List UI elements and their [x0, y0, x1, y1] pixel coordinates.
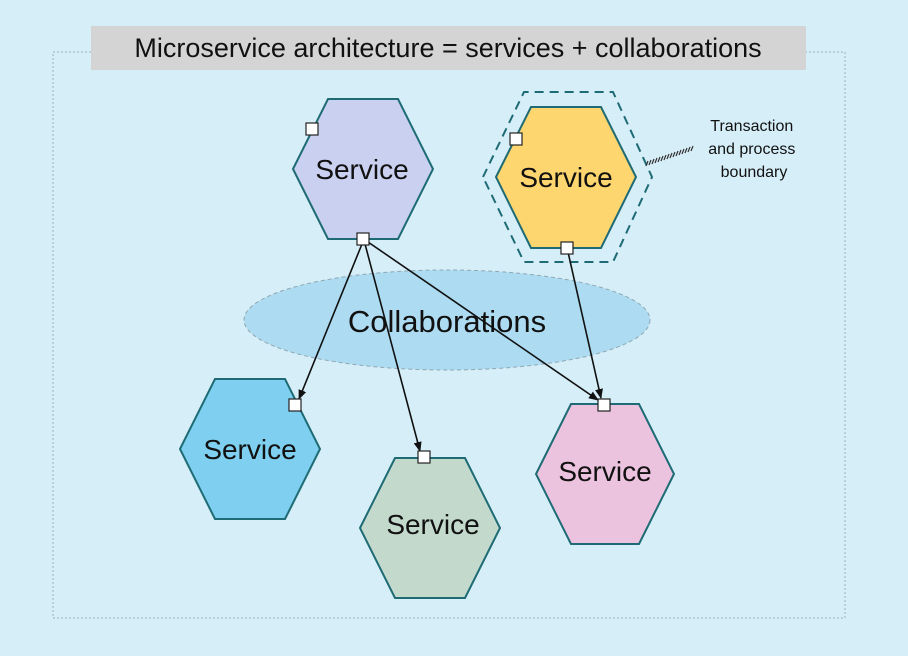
service-hexagon	[534, 403, 676, 545]
boundary-note-line-1: Transaction	[710, 118, 793, 135]
service-label: Service	[203, 434, 296, 465]
service-label: Service	[558, 456, 651, 487]
port-square	[305, 122, 319, 136]
service-4[interactable]: Service	[358, 457, 502, 599]
title-background	[91, 26, 806, 70]
arrow-service-1-to-service-5	[367, 241, 599, 401]
port-square	[597, 398, 611, 412]
port-square	[417, 450, 431, 464]
collaboration-arrows	[298, 241, 603, 452]
arrow-service-1-to-service-3	[298, 243, 363, 400]
service-2[interactable]: Service	[494, 106, 638, 249]
service-5[interactable]: Service	[534, 403, 676, 545]
service-label: Service	[386, 509, 479, 540]
boundary-note: Transaction and process boundary	[708, 118, 800, 181]
port-square	[288, 398, 302, 412]
service-label: Service	[315, 154, 408, 185]
service-hexagon	[358, 457, 502, 599]
collaborations-ellipse	[243, 269, 651, 371]
service-3[interactable]: Service	[178, 378, 322, 520]
service-hexagon	[178, 378, 322, 520]
service-ports	[288, 122, 611, 464]
boundary-note-line-3: boundary	[721, 164, 788, 181]
boundary-note-line-2: and process	[708, 141, 795, 158]
arrow-service-1-to-service-4	[364, 243, 422, 452]
port-square	[356, 232, 370, 246]
port-square	[509, 132, 523, 146]
service-label: Service	[519, 162, 612, 193]
service-hexagon	[291, 98, 435, 240]
arrow-service-2-to-service-5	[567, 251, 603, 399]
diagram-title: Microservice architecture = services + c…	[134, 33, 761, 63]
service-1[interactable]: Service	[291, 98, 435, 240]
transaction-boundary	[481, 91, 654, 263]
boundary-note-connector	[645, 145, 694, 167]
port-square	[560, 241, 574, 255]
collaborations-label: Collaborations	[348, 304, 546, 339]
service-hexagon	[494, 106, 638, 249]
